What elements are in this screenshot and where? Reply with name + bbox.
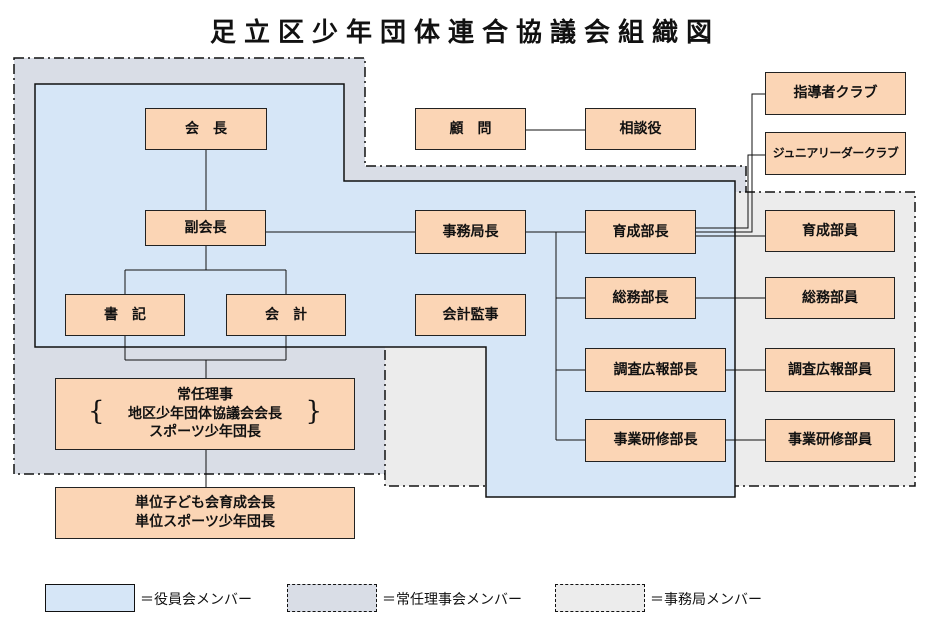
kaikei-box: 会計 xyxy=(226,294,346,336)
shidosha-club-box: 指導者クラブ xyxy=(765,72,906,115)
jigyo-bucho-box: 事業研修部長 xyxy=(585,419,726,462)
somu-buin-box: 総務部員 xyxy=(765,277,895,319)
legend-label-jimukyoku: ＝事務局メンバー xyxy=(650,592,762,608)
ikusei-buin-box: 育成部員 xyxy=(765,210,895,252)
joninriji-line1: 常任理事 xyxy=(177,386,233,403)
tani-line2: 単位スポーツ少年団長 xyxy=(135,514,275,530)
legend-swatch-jimukyoku xyxy=(555,584,645,612)
jigyo-buin-box: 事業研修部員 xyxy=(765,419,895,462)
junior-leader-club-box: ジュニアリーダークラブ xyxy=(765,132,906,175)
connector-lines xyxy=(124,93,765,487)
chosa-bucho-box: 調査広報部長 xyxy=(585,348,726,392)
komon-box: 顧問 xyxy=(415,108,526,150)
fukukaicho-box: 副会長 xyxy=(145,210,266,246)
shoki-box: 書記 xyxy=(65,294,185,336)
kaicho-box: 会長 xyxy=(145,108,267,150)
joninriji-box: { 常任理事 地区少年団体協議会会長 スポーツ少年団長 } xyxy=(55,378,355,450)
jimukyokucho-box: 事務局長 xyxy=(415,210,526,254)
page-title: 足立区少年団体連合協議会組織図 xyxy=(209,18,720,48)
chosa-buin-box: 調査広報部員 xyxy=(765,348,895,392)
sodanyaku-box: 相談役 xyxy=(585,108,696,150)
tani-box: 単位子ども会育成会長 単位スポーツ少年団長 xyxy=(55,487,355,539)
legend-label-joninriji: ＝常任理事会メンバー xyxy=(382,592,522,608)
legend-label-yakuinkai: ＝役員会メンバー xyxy=(140,592,252,608)
joninriji-line3: スポーツ少年団長 xyxy=(149,424,261,441)
ikusei-bucho-box: 育成部長 xyxy=(585,210,696,254)
somu-bucho-box: 総務部長 xyxy=(585,277,696,319)
kaikei-kanji-box: 会計監事 xyxy=(415,294,526,336)
legend-swatch-joninriji xyxy=(287,584,377,612)
yakuinkai-region xyxy=(34,83,736,498)
left-brace: { xyxy=(88,396,105,427)
legend-swatch-yakuinkai xyxy=(45,584,135,612)
joninriji-line2: 地区少年団体協議会会長 xyxy=(128,405,282,422)
right-brace: } xyxy=(305,396,322,427)
tani-line1: 単位子ども会育成会長 xyxy=(135,495,275,512)
